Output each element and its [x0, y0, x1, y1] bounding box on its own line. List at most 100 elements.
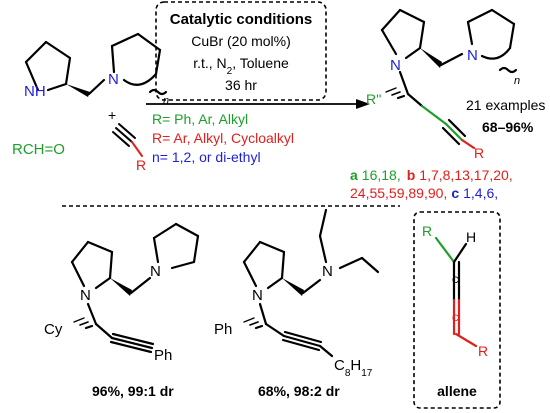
ref-label-c: c [451, 185, 459, 201]
hash-bond [243, 317, 255, 323]
conditions-box [155, 1, 327, 101]
bond [94, 276, 112, 290]
bond [447, 118, 467, 138]
example-2-n-amine: N [322, 263, 333, 280]
allene-c2: C [452, 313, 459, 323]
hash-bond [84, 324, 94, 330]
bond [24, 60, 40, 92]
allene-r-bottom: R [478, 343, 488, 359]
example-2-chain-c: C [334, 357, 345, 374]
ref-label-b: b [407, 167, 416, 183]
example-2-chain-h: H [350, 357, 361, 374]
bond [398, 8, 426, 24]
bond [115, 127, 133, 143]
example-count: 21 examples [466, 97, 545, 113]
bond [109, 340, 153, 354]
product-ring-size: n [514, 75, 520, 87]
example-1-result: 96%, 99:1 dr [92, 383, 174, 399]
example-1-ph: Ph [154, 347, 172, 364]
wavy-bond [148, 88, 168, 96]
wedge-bond [420, 48, 442, 68]
bond [420, 104, 448, 126]
bond [111, 332, 155, 346]
example-2-result: 68%, 98:2 dr [258, 383, 340, 399]
bond [170, 260, 196, 270]
bond [318, 234, 328, 264]
substituent-blue: n= 1,2, or di-ethyl [152, 149, 261, 165]
conditions-n2-sub: 2 [227, 66, 233, 77]
example-1-n-pyrrolidine: N [150, 263, 161, 280]
bond [418, 20, 426, 50]
conditions-title: Catalytic conditions [170, 11, 313, 28]
reaction-arrow-head [356, 99, 370, 109]
bond [398, 70, 410, 96]
example-2-n-ring: N [252, 287, 263, 304]
ref-list-b-1: 1,7,8,13,17,20, [419, 167, 512, 183]
hash-bond [73, 317, 85, 323]
example-2-chain: C8H17 [334, 357, 373, 379]
conditions-line2: r.t., N2, Toluene [193, 55, 289, 77]
bond [460, 138, 476, 150]
bond [118, 123, 136, 139]
bond [454, 332, 478, 348]
product-r-left: R'' [366, 91, 381, 107]
reactant-diamine [24, 32, 168, 97]
bond [192, 234, 200, 264]
alkyne-reagent [112, 123, 143, 157]
conditions-solvent: , Toluene [232, 55, 289, 71]
bond [110, 32, 140, 48]
example-2-ph: Ph [214, 321, 232, 338]
bond [152, 236, 160, 264]
bond [301, 278, 322, 295]
allene-h: H [466, 229, 476, 245]
bond [452, 242, 468, 264]
bond [338, 256, 364, 270]
ref-list-b-2: 24,55,59,89,90, [350, 185, 447, 201]
example-2-structure [242, 208, 380, 358]
product-structure [380, 8, 518, 150]
conditions-time: 36 hr [225, 77, 257, 93]
product-n-label-2: N [467, 47, 478, 64]
bond [318, 208, 328, 238]
bond [406, 92, 424, 108]
bond [86, 240, 114, 254]
bond [242, 240, 262, 264]
bond [439, 52, 464, 67]
example-1-structure [70, 222, 200, 354]
ref-list-a: 16,18, [362, 167, 401, 183]
bond [129, 276, 152, 295]
bond [441, 126, 461, 146]
bond [110, 44, 116, 74]
yield-range: 68–96% [482, 119, 534, 135]
example-2-chain-sub2: 17 [361, 368, 373, 379]
allene-r-top: R [422, 223, 432, 239]
bond [266, 276, 284, 290]
bond [108, 250, 114, 280]
bond [281, 338, 321, 352]
bond [282, 334, 322, 348]
ref-label-a: a [350, 167, 358, 183]
bond [86, 302, 98, 326]
example-1-cy: Cy [44, 321, 63, 338]
hash-bond [249, 321, 259, 326]
bond [258, 240, 286, 254]
conditions-temp-atm: r.t., N [193, 55, 226, 71]
wedge-bond [282, 278, 304, 296]
hash-bond [254, 324, 264, 330]
ref-list-c: 1,4,6, [463, 185, 498, 201]
ring-size-label: n [163, 95, 169, 107]
allene-box [413, 211, 501, 409]
bond [444, 122, 464, 142]
bond [152, 222, 178, 240]
bond [404, 46, 422, 60]
aldehyde-label: RCH=O [12, 141, 65, 158]
wedge-bond [110, 278, 132, 296]
bond [264, 322, 286, 338]
bond [380, 28, 398, 56]
bond [434, 236, 456, 264]
substituent-green: R= Ph, Ar, Alkyl [152, 111, 248, 127]
bond [131, 141, 143, 157]
